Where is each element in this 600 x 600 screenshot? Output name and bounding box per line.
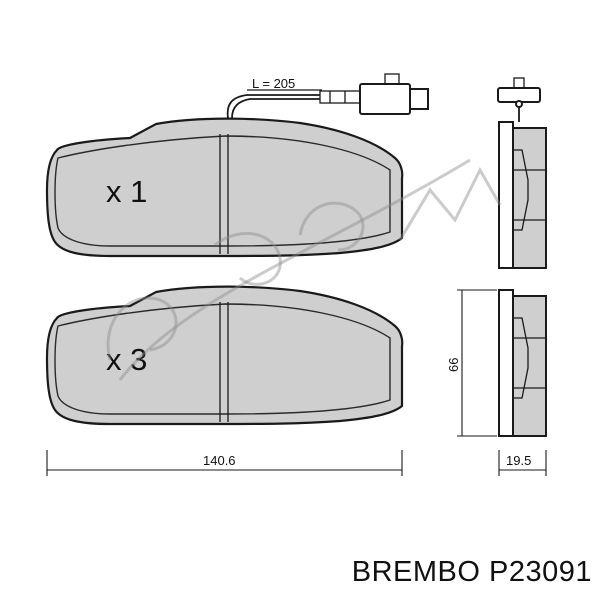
watermark-stroke xyxy=(106,296,178,361)
wear-sensor-connector xyxy=(359,83,411,115)
width-label: 140.6 xyxy=(203,453,236,468)
side-view-sensor-clip xyxy=(497,87,541,103)
height-label: 66 xyxy=(446,358,461,372)
side-view-top-backplate xyxy=(498,121,514,269)
side-view-bottom-friction xyxy=(512,295,547,437)
brake-pad-bottom-friction-edge xyxy=(54,303,391,415)
qty-bottom-label: x 3 xyxy=(106,342,147,377)
wear-sensor: L = 205 xyxy=(226,73,429,119)
side-view-bottom-backplate xyxy=(498,289,514,437)
dimension-height: 66 xyxy=(446,289,497,437)
watermark-stroke xyxy=(214,231,282,286)
wear-sensor-connector-tip xyxy=(409,88,429,110)
brake-pad-bottom-outline xyxy=(45,285,404,426)
thickness-label: 19.5 xyxy=(506,453,531,468)
watermark-stroke xyxy=(398,166,502,241)
dimension-thickness: 19.5 xyxy=(498,450,547,476)
side-view-top-chamfer xyxy=(513,149,529,231)
brake-pad-top-friction-edge xyxy=(54,135,391,247)
wear-sensor-connector-latch xyxy=(384,73,400,85)
side-view-bottom-chamfer xyxy=(513,317,529,399)
side-view-sensor-clip-tab xyxy=(513,77,525,89)
wear-sensor-wire-2 xyxy=(231,98,320,119)
wire-length-label: L = 205 xyxy=(252,76,295,91)
dimension-width: 140.6 xyxy=(46,450,403,476)
brake-pad-bottom: x 3 xyxy=(45,285,404,426)
watermark-stroke xyxy=(118,158,471,381)
side-view-top-friction xyxy=(512,127,547,269)
side-view-bottom xyxy=(498,289,547,437)
brake-pad-top: x 1 xyxy=(45,117,404,258)
watermark-stroke xyxy=(298,201,365,252)
wear-sensor-wire xyxy=(226,94,320,119)
watermark-logo xyxy=(106,158,502,381)
product-caption: BREMBO P23091 xyxy=(351,556,592,588)
qty-top-label: x 1 xyxy=(106,174,147,209)
side-view-top xyxy=(497,77,547,269)
wear-sensor-sleeve xyxy=(319,90,361,104)
brake-pad-top-outline xyxy=(45,117,404,258)
side-view-sensor-eye xyxy=(515,100,523,108)
